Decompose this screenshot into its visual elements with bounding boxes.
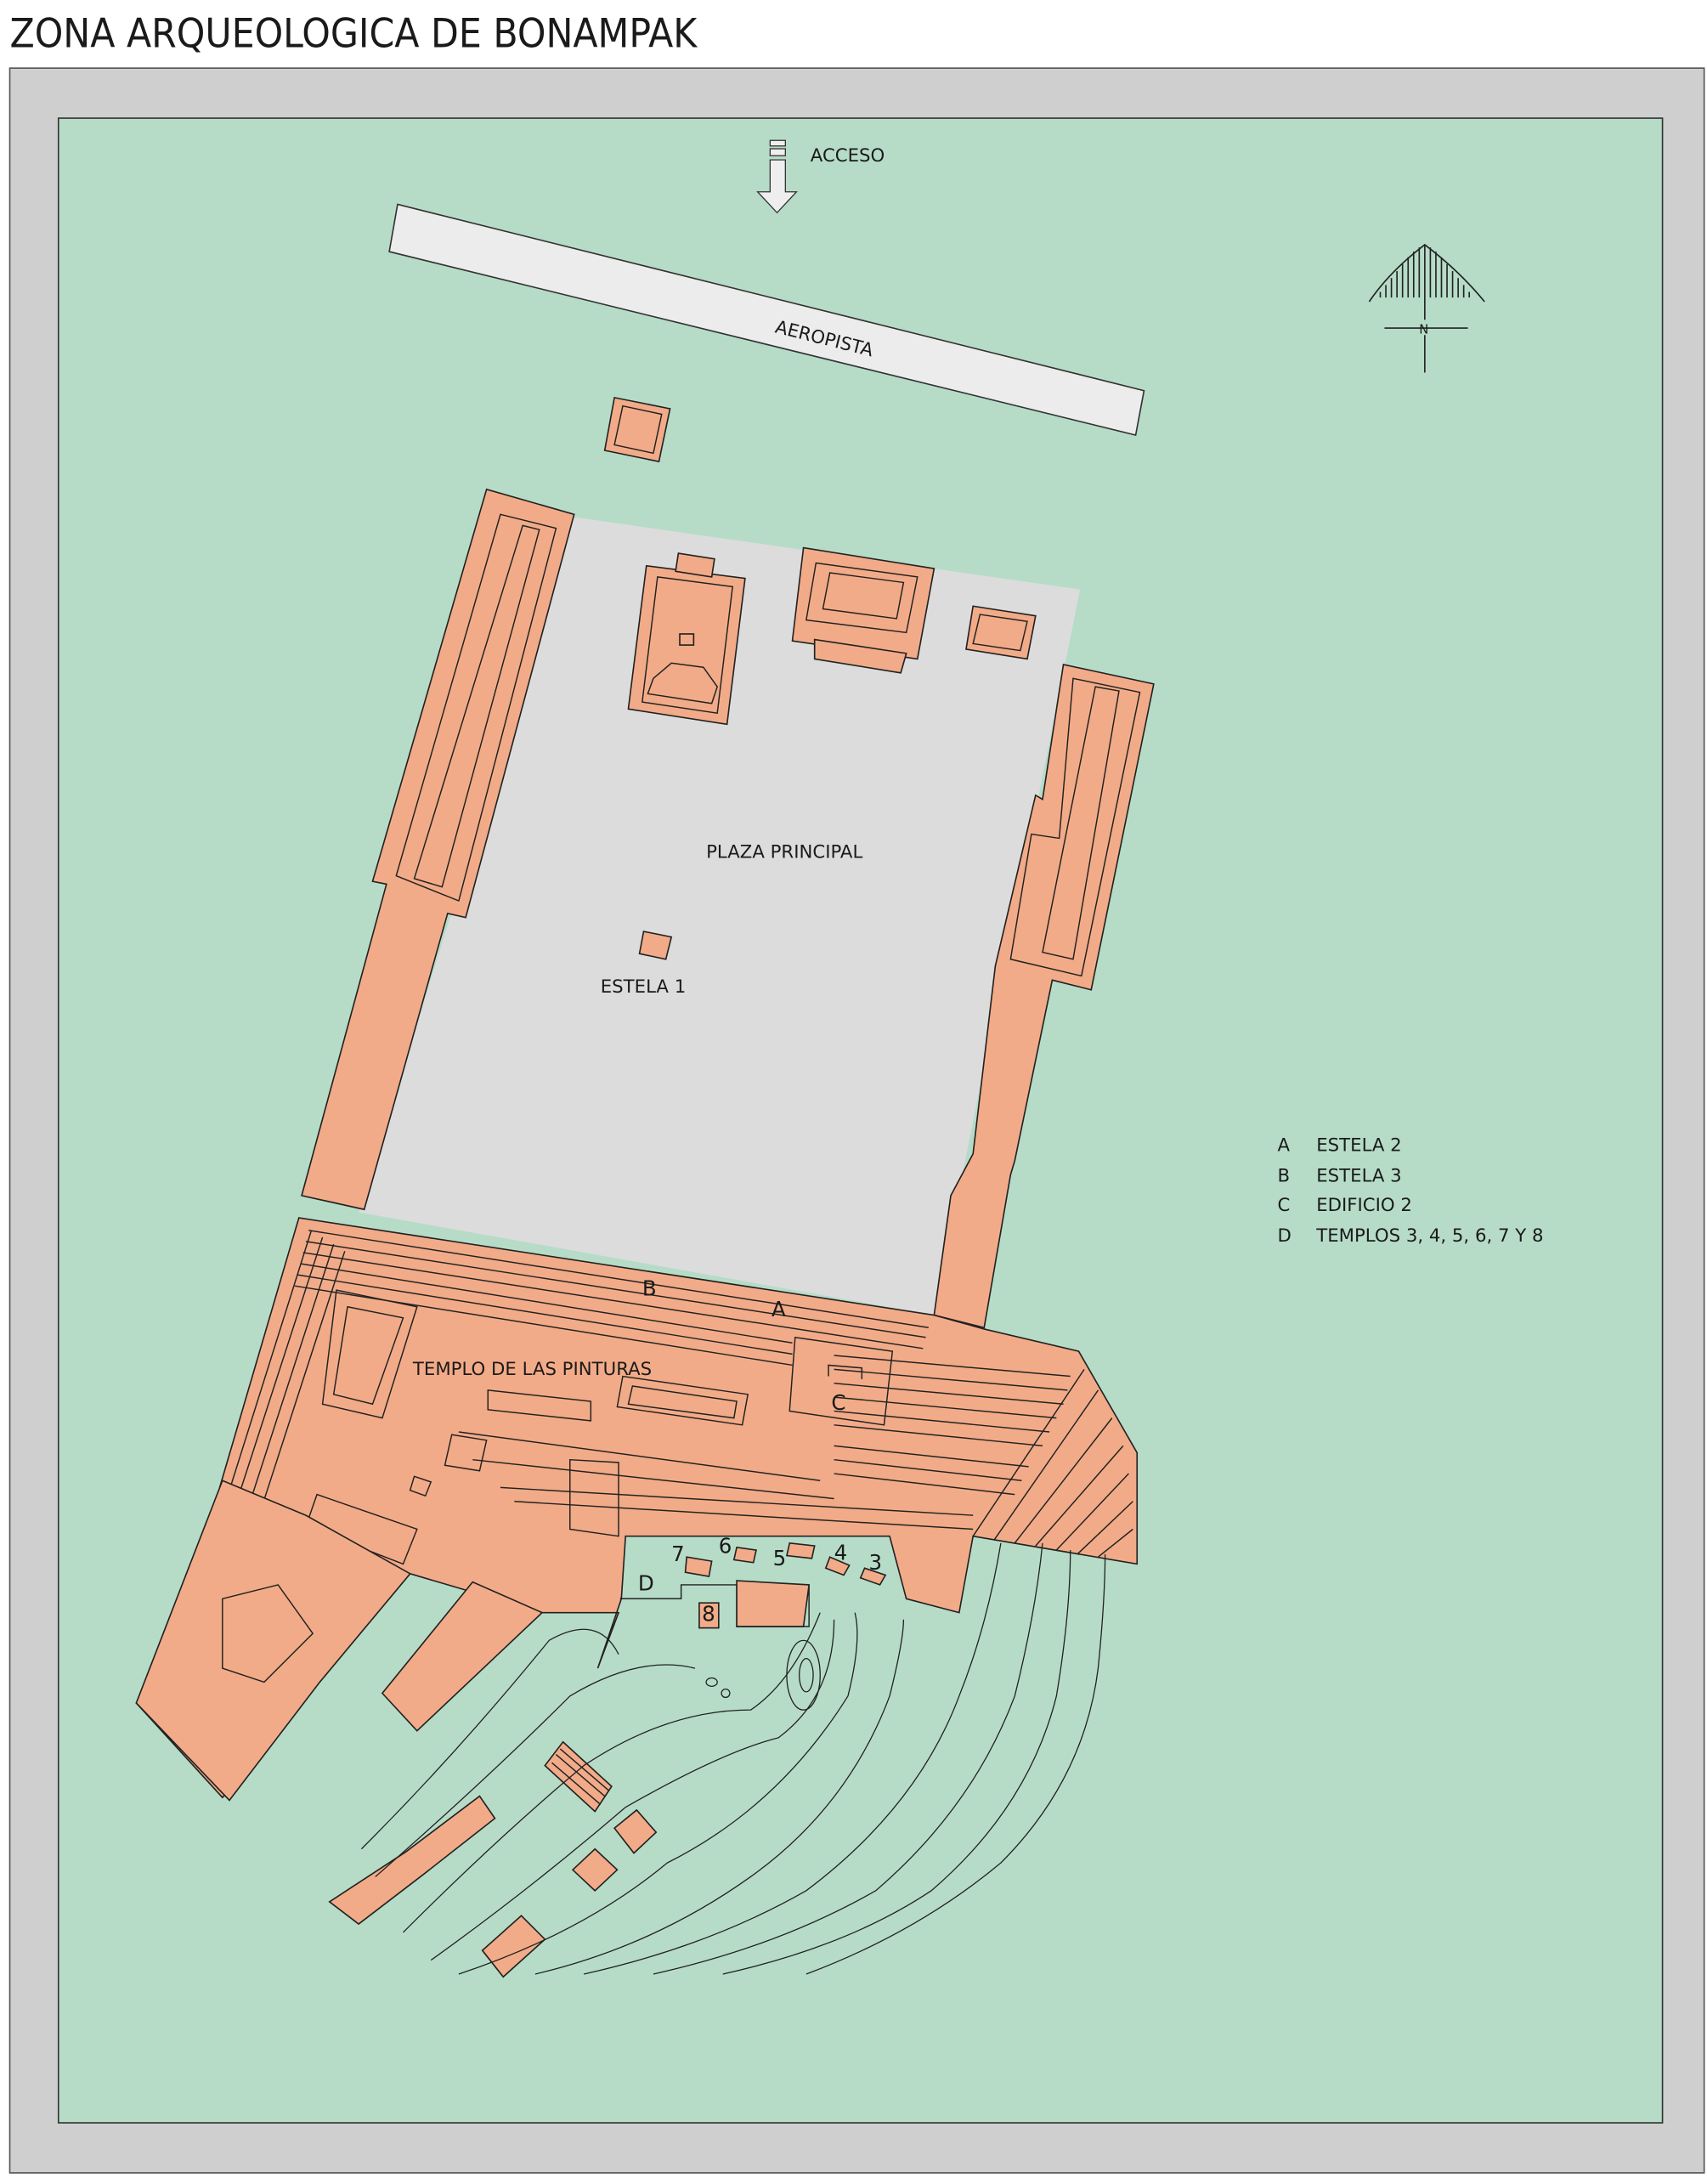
west-annex-2 — [381, 1581, 544, 1732]
legend: A ESTELA 2 B ESTELA 3 C EDIFICIO 2 D TEM… — [1277, 1135, 1543, 1247]
stela-1 — [638, 931, 673, 960]
marker-d: D — [638, 1570, 654, 1595]
stela-1-label: ESTELA 1 — [601, 976, 686, 998]
north-arrow-icon — [1368, 243, 1485, 373]
runway — [388, 203, 1145, 437]
temple-3-label: 3 — [868, 1550, 882, 1575]
temple-4-label: 4 — [834, 1540, 848, 1564]
west-annex-1 — [135, 1480, 411, 1802]
legend-label: TEMPLOS 3, 4, 5, 6, 7 Y 8 — [1315, 1225, 1543, 1247]
south-mound-2 — [571, 1847, 619, 1892]
temple-6 — [732, 1546, 757, 1564]
temple-5 — [785, 1542, 816, 1559]
temple-label: TEMPLO DE LAS PINTURAS — [412, 1359, 652, 1380]
west-building — [301, 488, 575, 1211]
legend-key: D — [1277, 1225, 1291, 1247]
south-mound-1 — [613, 1808, 658, 1854]
legend-key: C — [1277, 1195, 1290, 1216]
north-label: N — [1419, 323, 1428, 337]
legend-label: EDIFICIO 2 — [1316, 1195, 1412, 1216]
marker-b: B — [642, 1276, 657, 1301]
temple-5-label: 5 — [773, 1546, 787, 1570]
legend-key: B — [1277, 1166, 1290, 1187]
temple-3 — [859, 1567, 887, 1586]
map-title: ZONA ARQUEOLOGICA DE BONAMPAK — [10, 11, 698, 58]
temple-4 — [824, 1556, 851, 1576]
temple-terrace-lines — [229, 1230, 1133, 1627]
marker-c: C — [831, 1390, 845, 1415]
access-label: ACCESO — [811, 145, 885, 167]
plaza-label: PLAZA PRINCIPAL — [706, 841, 862, 863]
south-temple-8-platform — [736, 1580, 811, 1627]
north-mound — [603, 396, 671, 463]
temple-6-label: 6 — [719, 1533, 732, 1558]
southwest-causeway — [328, 1795, 496, 1926]
marker-a: A — [772, 1297, 786, 1321]
main-plaza — [359, 517, 1081, 1315]
temple-of-paintings-complex — [135, 1217, 1139, 1799]
temple-7-label: 7 — [671, 1542, 685, 1566]
contour-lines — [360, 1542, 1106, 1975]
temple-7 — [684, 1556, 713, 1578]
temple-8-label: 8 — [702, 1601, 715, 1626]
legend-key: A — [1277, 1135, 1290, 1157]
access-arrow-icon — [756, 139, 798, 214]
legend-label: ESTELA 3 — [1316, 1166, 1401, 1187]
temple-8 — [698, 1602, 720, 1629]
legend-label: ESTELA 2 — [1316, 1135, 1401, 1157]
